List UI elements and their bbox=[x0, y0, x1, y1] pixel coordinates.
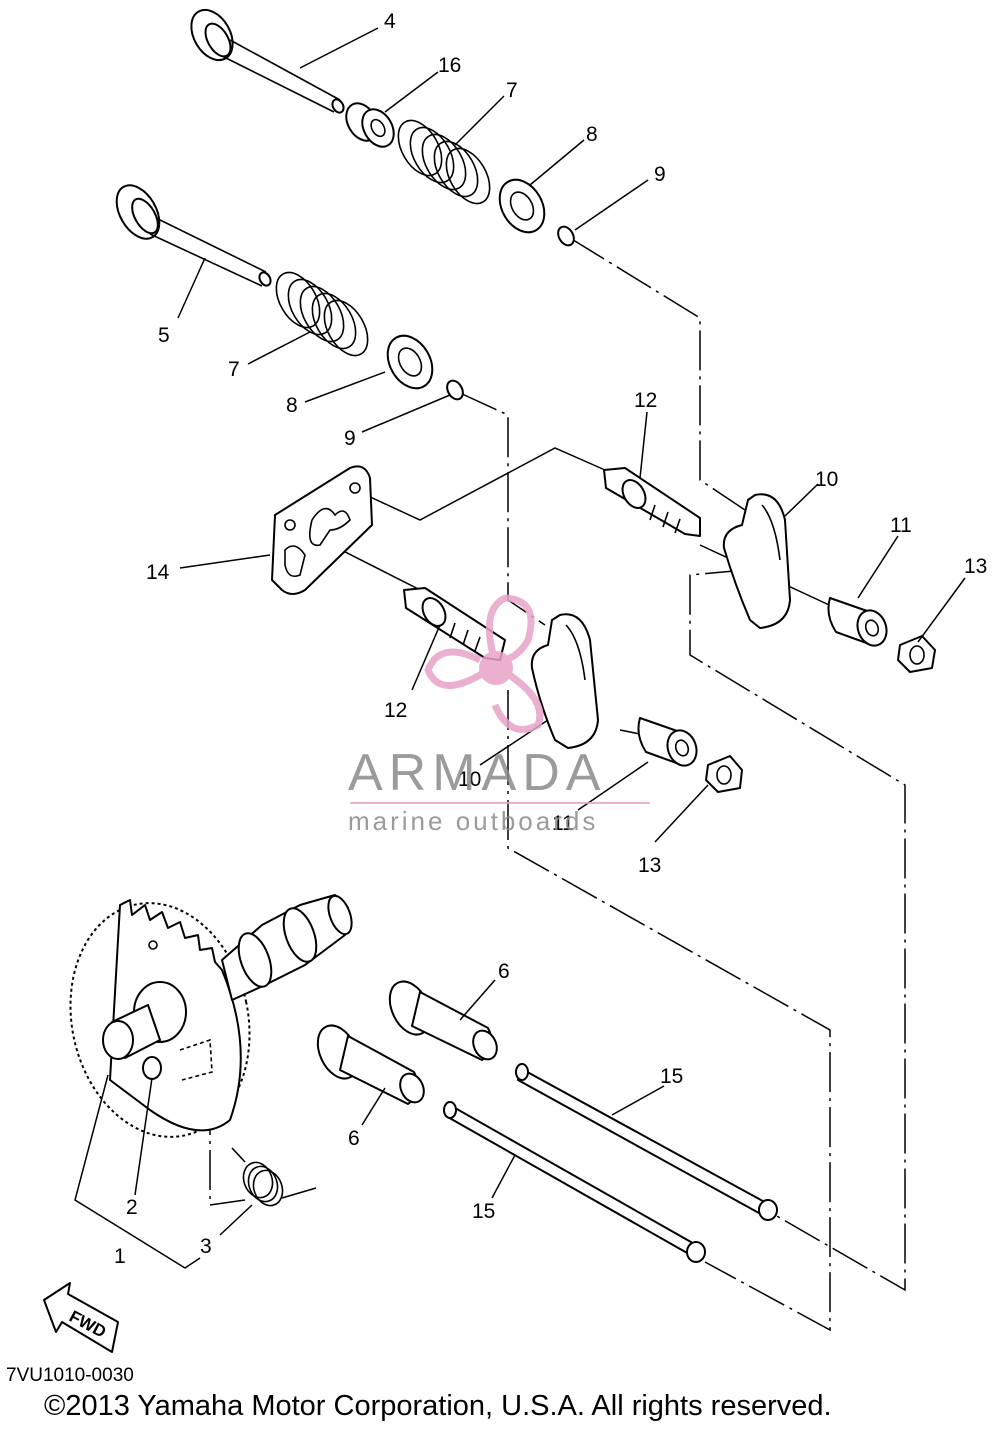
callout-12-upper: 12 bbox=[634, 389, 657, 412]
callout-16: 16 bbox=[438, 54, 461, 77]
tappet-6-lower bbox=[316, 1024, 425, 1105]
callout-2: 2 bbox=[126, 1196, 138, 1219]
assembly-guide-lines bbox=[209, 237, 906, 1332]
push-rod-15-lower bbox=[443, 1101, 706, 1263]
callout-3: 3 bbox=[200, 1235, 212, 1258]
diagram-code: 7VU1010-0030 bbox=[6, 1365, 134, 1386]
valve-spring-7-lower bbox=[275, 271, 369, 357]
callout-15-lower: 15 bbox=[472, 1200, 495, 1223]
nut-13-lower bbox=[705, 755, 743, 793]
spring-retainer-8-upper bbox=[498, 178, 546, 234]
rocker-pivot-11-lower bbox=[637, 717, 698, 767]
callout-1: 1 bbox=[114, 1245, 126, 1268]
callout-4: 4 bbox=[384, 10, 396, 33]
callout-13-upper: 13 bbox=[964, 555, 987, 578]
valve-seal-16 bbox=[345, 102, 395, 148]
callout-8-lower: 8 bbox=[286, 394, 298, 417]
spring-retainer-8-lower bbox=[386, 334, 434, 390]
callout-6-lower: 6 bbox=[348, 1127, 360, 1150]
callout-10-lower: 10 bbox=[458, 768, 481, 791]
valve-5 bbox=[115, 184, 272, 287]
rocker-stud-12-upper bbox=[603, 467, 701, 537]
callout-6-upper: 6 bbox=[498, 960, 510, 983]
rocker-pivot-11-upper bbox=[827, 597, 888, 647]
valve-4 bbox=[190, 8, 345, 114]
callout-14: 14 bbox=[146, 561, 170, 584]
callout-5: 5 bbox=[158, 324, 170, 347]
callout-7-upper: 7 bbox=[506, 79, 518, 102]
camshaft-1 bbox=[69, 894, 353, 1138]
armada-watermark-logo: ARMADA marine outboards bbox=[348, 594, 650, 836]
valve-spring-7-upper bbox=[397, 119, 491, 205]
callout-12-lower: 12 bbox=[384, 699, 407, 722]
callout-9-upper: 9 bbox=[654, 163, 666, 186]
rocker-plate-14 bbox=[271, 465, 373, 595]
callout-labels: 4 16 7 8 9 5 7 8 9 12 10 11 13 14 12 10 … bbox=[114, 10, 987, 1268]
push-rod-15-upper bbox=[515, 1063, 778, 1221]
fwd-arrow: FWD bbox=[43, 1282, 119, 1353]
callout-10-upper: 10 bbox=[815, 468, 838, 491]
copyright-notice: ©2013 Yamaha Motor Corporation, U.S.A. A… bbox=[44, 1390, 832, 1422]
watermark-brand: ARMADA bbox=[348, 744, 606, 802]
valve-cotter-9-lower bbox=[446, 379, 464, 401]
watermark-tagline: marine outboards bbox=[348, 806, 598, 836]
rocker-arm-10-upper bbox=[722, 493, 791, 629]
valve-cotter-9-upper bbox=[557, 225, 575, 247]
rocker-arm-10-lower bbox=[530, 613, 599, 749]
callout-7-lower: 7 bbox=[228, 358, 240, 381]
nut-13-upper bbox=[897, 635, 936, 673]
callout-15-upper: 15 bbox=[660, 1065, 683, 1088]
propeller-logo-icon bbox=[424, 594, 544, 733]
callout-leaders bbox=[74, 27, 966, 1269]
spring-3 bbox=[231, 1147, 317, 1207]
callout-8-upper: 8 bbox=[586, 123, 598, 146]
callout-9-lower: 9 bbox=[344, 427, 356, 450]
callout-11-upper: 11 bbox=[890, 514, 912, 537]
tappet-6-upper bbox=[388, 980, 498, 1061]
callout-11-lower: 11 bbox=[552, 812, 574, 835]
callout-13-lower: 13 bbox=[638, 854, 661, 877]
